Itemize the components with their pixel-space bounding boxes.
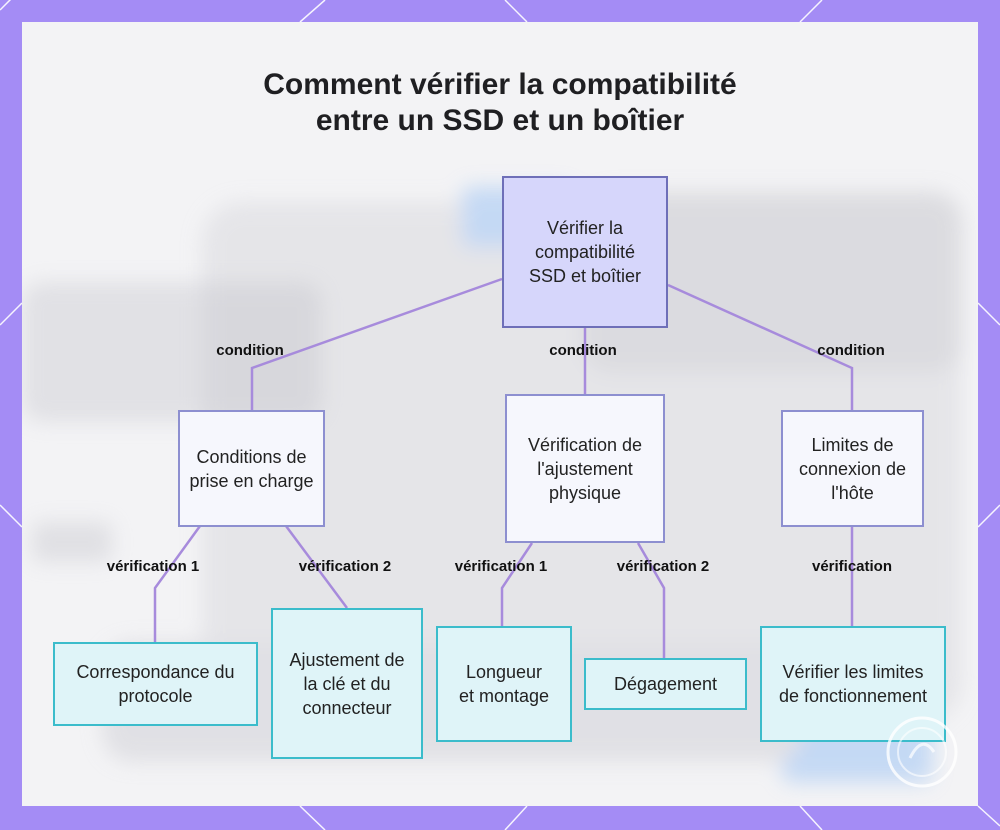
connector-lines	[153, 277, 854, 658]
node-operating-limits-label: Vérifier les limites de fonctionnement	[778, 662, 928, 706]
edge-support-protocol	[153, 525, 202, 642]
edge-root-host	[667, 283, 854, 410]
edge-physical-length	[500, 542, 534, 626]
node-support-conditions: Conditions de prise en charge	[178, 410, 325, 527]
edge-label-condition-left: condition	[216, 342, 284, 359]
node-support-conditions-label: Conditions de prise en charge	[189, 446, 314, 491]
title-line-2: entre un SSD et un boîtier	[315, 104, 685, 137]
node-operating-limits: Vérifier les limites de fonctionnement	[760, 626, 946, 742]
node-root: Vérifier la compatibilité SSD et boîtier	[502, 176, 668, 328]
node-key-connector: Ajustement de la clé et du connecteur	[271, 608, 423, 759]
edge-label-verification-right: vérification	[811, 558, 893, 575]
node-length-mounting-label: Longueur et montage	[458, 662, 550, 706]
node-host-limits: Limites de connexion de l'hôte	[781, 410, 924, 527]
edge-label-verification-1-left: vérification 1	[106, 558, 200, 575]
edge-label-verification-1-center: vérification 1	[454, 558, 548, 575]
node-root-label: Vérifier la compatibilité SSD et boîtier	[528, 218, 642, 286]
node-physical-fit-label: Vérification de l'ajustement physique	[527, 434, 643, 503]
node-physical-fit: Vérification de l'ajustement physique	[505, 394, 665, 543]
title-line-1: Comment vérifier la compatibilité	[263, 68, 737, 101]
edge-physical-clearance	[636, 542, 666, 658]
watermark-logo	[886, 716, 958, 788]
edge-support-key	[284, 525, 349, 609]
edge-label-condition-right: condition	[817, 342, 885, 359]
diagram-title: Comment vérifier la compatibilité entre …	[22, 67, 978, 139]
edge-label-verification-2-left: vérification 2	[298, 558, 392, 575]
edge-label-condition-center: condition	[549, 342, 617, 359]
node-clearance-label: Dégagement	[613, 674, 718, 694]
node-length-mounting: Longueur et montage	[436, 626, 572, 742]
edge-root-support	[250, 277, 503, 410]
node-host-limits-label: Limites de connexion de l'hôte	[798, 434, 907, 503]
node-clearance: Dégagement	[584, 658, 747, 710]
edge-label-verification-2-center: vérification 2	[616, 558, 710, 575]
node-protocol-match-label: Correspondance du protocole	[76, 662, 235, 706]
diagram-card: Comment vérifier la compatibilité entre …	[22, 22, 978, 806]
node-protocol-match: Correspondance du protocole	[53, 642, 258, 726]
node-key-connector-label: Ajustement de la clé et du connecteur	[289, 649, 405, 718]
